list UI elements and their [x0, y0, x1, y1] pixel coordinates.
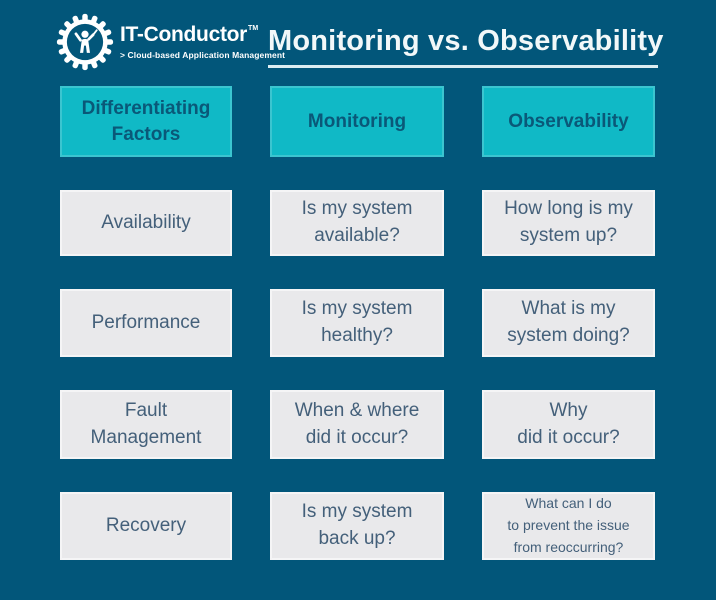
column-header-observability: Observability	[482, 86, 655, 157]
cell-text: Is my system back up?	[301, 501, 413, 549]
cell-monitoring-availability: Is my system available?	[270, 190, 444, 256]
cell-text: When & where did it occur?	[294, 399, 420, 448]
logo-name: IT-Conductor	[120, 23, 248, 47]
cell-text: Is my system available?	[301, 198, 413, 246]
cell-observability-fault-management: Why did it occur?	[482, 390, 655, 459]
title-underline: Monitoring vs. Observability	[268, 25, 663, 68]
cell-text: Recovery	[105, 514, 187, 536]
cell-text: Is my system healthy?	[301, 298, 413, 346]
cell-text: Performance	[91, 311, 201, 333]
cell-monitoring-recovery: Is my system back up?	[270, 492, 444, 560]
gear-conductor-icon	[56, 13, 114, 71]
cell-monitoring-performance: Is my system healthy?	[270, 289, 444, 357]
column-header-label: Observability	[508, 110, 629, 132]
logo-trademark: TM	[248, 25, 259, 33]
cell-text: What can I do to prevent the issue from …	[507, 495, 630, 555]
cell-observability-recovery: What can I do to prevent the issue from …	[482, 492, 655, 560]
it-conductor-logo: IT-Conductor TM > Cloud-based Applicatio…	[56, 13, 285, 71]
column-header-factors: Differentiating Factors	[60, 86, 232, 157]
column-header-monitoring: Monitoring	[270, 86, 444, 157]
cell-factor-availability: Availability	[60, 190, 232, 256]
cell-text: Availability	[101, 211, 191, 233]
column-header-label: Monitoring	[307, 110, 407, 132]
cell-factor-performance: Performance	[60, 289, 232, 357]
cell-observability-performance: What is my system doing?	[482, 289, 655, 357]
page-title: Monitoring vs. Observability	[268, 25, 664, 57]
cell-observability-availability: How long is my system up?	[482, 190, 655, 256]
cell-factor-recovery: Recovery	[60, 492, 232, 560]
cell-text: Fault Management	[90, 399, 202, 448]
cell-factor-fault-management: Fault Management	[60, 390, 232, 459]
cell-text: How long is my system up?	[504, 198, 633, 246]
column-header-label: Differentiating Factors	[81, 97, 211, 145]
comparison-table: Differentiating Factors Monitoring Obser…	[60, 86, 655, 560]
cell-text: What is my system doing?	[507, 298, 630, 346]
cell-monitoring-fault-management: When & where did it occur?	[270, 390, 444, 459]
logo-tagline: > Cloud-based Application Management	[120, 49, 286, 60]
logo-text-block: IT-Conductor TM > Cloud-based Applicatio…	[120, 23, 286, 60]
cell-text: Why did it occur?	[517, 399, 620, 448]
